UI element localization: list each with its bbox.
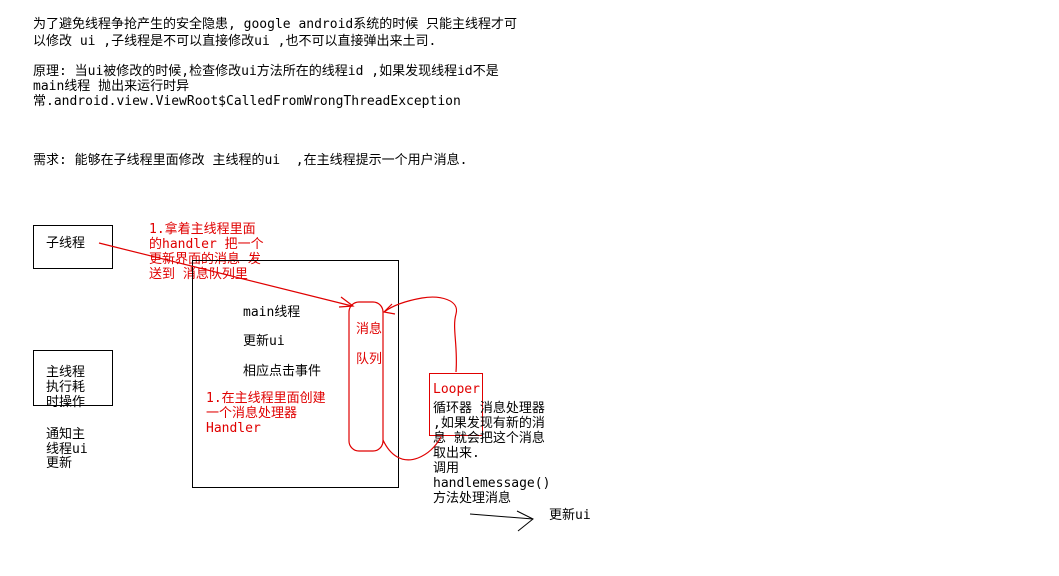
intro-line-2: 以修改 ui ,子线程是不可以直接修改ui ,也不可以直接弹出来土司.: [33, 34, 437, 49]
send-note-line-1: 1.拿着主线程里面: [149, 222, 256, 237]
main-box-title: main线程: [243, 305, 301, 320]
update-arrow-line: [469, 513, 534, 520]
notify-line-1: 通知主: [46, 427, 86, 442]
main-side-line-3: 时操作: [46, 395, 86, 410]
main-side-line-2: 执行耗: [46, 380, 86, 395]
create-note-line-2: 一个消息处理器: [206, 406, 298, 421]
update-arrow-head: [516, 510, 534, 532]
queue-label-line-1: 消息: [356, 322, 383, 337]
notify-line-3: 更新: [46, 456, 73, 471]
looper-desc-line-5: 调用: [433, 461, 460, 476]
looper-box: [429, 373, 483, 436]
main-side-line-1: 主线程: [46, 365, 86, 380]
principle-line-1: 原理: 当ui被修改的时候,检查修改ui方法所在的线程id ,如果发现线程id不…: [33, 64, 499, 79]
child-thread-label: 子线程: [46, 236, 86, 251]
create-note-line-1: 1.在主线程里面创建: [206, 391, 326, 406]
main-thread-side-box: [33, 350, 113, 406]
principle-line-2: main线程 抛出来运行时异: [33, 79, 190, 94]
looper-desc-line-1: 循环器 消息处理器: [433, 401, 545, 416]
notify-line-2: 线程ui: [46, 442, 88, 457]
queue-label-line-2: 队列: [356, 352, 383, 367]
looper-desc-line-6: handlemessage(): [433, 476, 551, 491]
create-note-line-3: Handler: [206, 421, 261, 436]
intro-line-1: 为了避免线程争抢产生的安全隐患, google android系统的时候 只能主…: [33, 17, 518, 32]
principle-line-3: 常.android.view.ViewRoot$CalledFromWrongT…: [33, 94, 461, 109]
requirement-text: 需求: 能够在子线程里面修改 主线程的ui ,在主线程提示一个用户消息.: [33, 153, 468, 168]
looper-desc-line-2: ,如果发现有新的消: [433, 416, 545, 431]
update-ui-label: 更新ui: [549, 508, 591, 523]
looper-desc-line-7: 方法处理消息: [433, 491, 512, 506]
looper-desc-line-4: 取出来.: [433, 446, 480, 461]
looper-desc-line-3: 息 就会把这个消息: [433, 431, 545, 446]
main-box-item-click-events: 相应点击事件: [243, 364, 322, 379]
looper-label: Looper: [433, 382, 480, 397]
main-box-item-update-ui: 更新ui: [243, 334, 285, 349]
send-note-line-2: 的handler 把一个: [149, 237, 264, 252]
